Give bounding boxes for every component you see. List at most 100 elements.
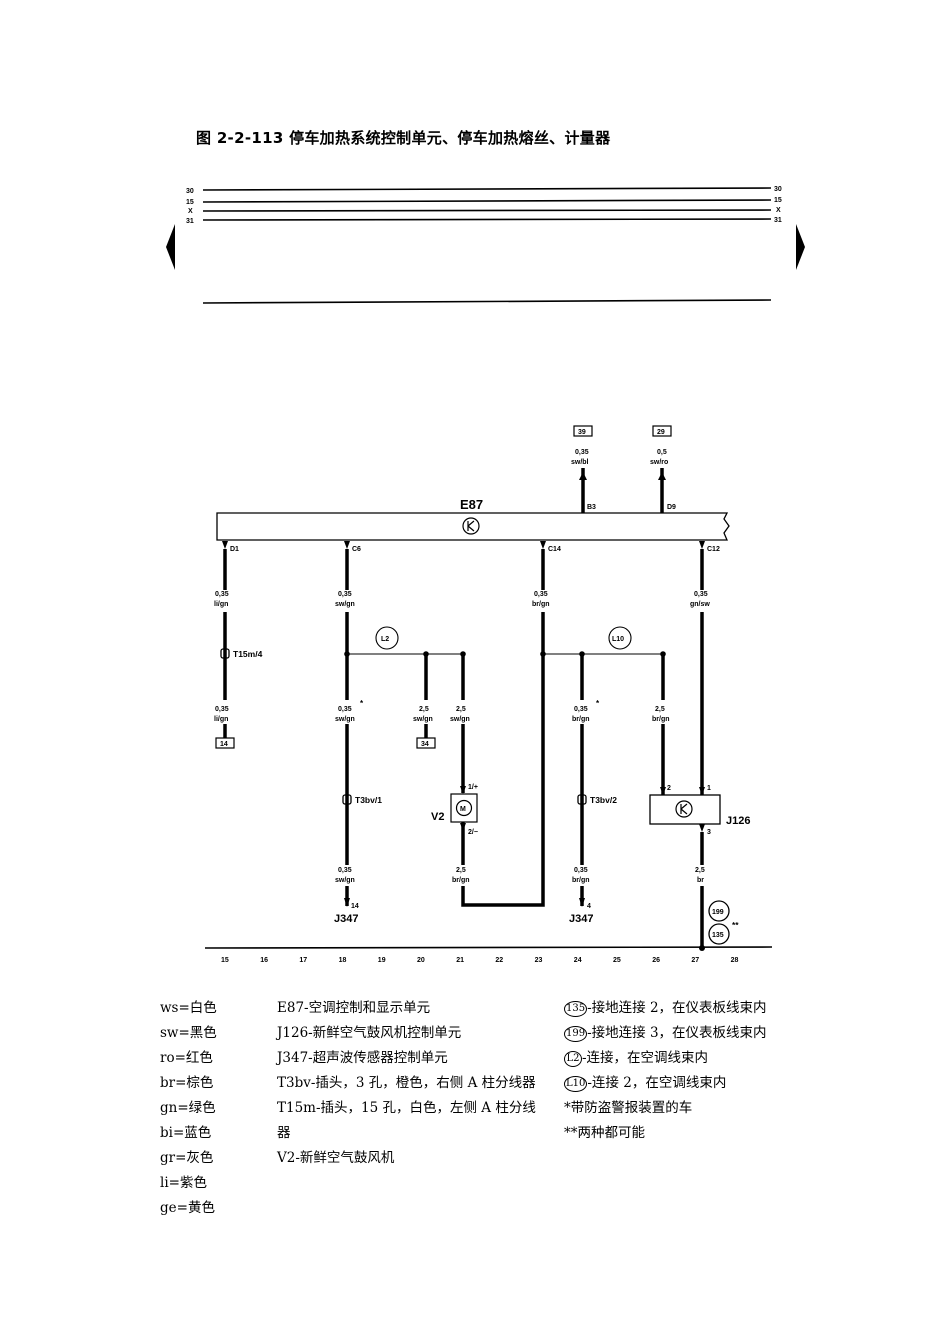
ground-199-label: 199 — [712, 909, 724, 916]
pin-j126-2: 2 — [667, 785, 671, 792]
legend-component-item: J126-新鲜空气鼓风机控制单元 — [277, 1025, 462, 1041]
legend-component-item: 器 — [277, 1125, 291, 1141]
ground-199-badge — [708, 900, 730, 922]
wire-d1a-size: 0,35 — [215, 591, 229, 598]
l10-label: L10 — [612, 636, 624, 643]
figure-title: 图 2-2-113 停车加热系统控制单元、停车加热熔丝、计量器 — [196, 129, 611, 147]
grid-number: 17 — [299, 957, 307, 964]
grid-number: 24 — [574, 957, 582, 964]
t3bv2-label: T3bv/2 — [590, 795, 617, 805]
legend-component-item: E87-空调控制和显示单元 — [277, 1000, 431, 1016]
t15m-label: T15m/4 — [233, 649, 263, 659]
l10-connector-badge — [608, 626, 632, 650]
legend-note-text: -接地连接 2，在仪表板线束内 — [587, 1000, 767, 1016]
wire-b34-color: sw/gn — [413, 716, 433, 723]
wire-39-size: 0,35 — [575, 449, 589, 456]
bus-label-31-left: 31 — [186, 218, 194, 225]
j347b-pin: 4 — [587, 903, 591, 910]
wire-c12-size: 0,35 — [694, 591, 708, 598]
grid-number: 21 — [456, 957, 464, 964]
v2-motor-icon — [455, 799, 473, 817]
legend-color-item: ws=白色 — [160, 1000, 217, 1016]
j126-unit: 2,5 br/gn 2 C12 0,35 gn/sw 1 J126 3 2,5 … — [649, 541, 750, 951]
bus-label-31-right: 31 — [774, 217, 782, 224]
j347-b-label: J347 — [569, 913, 593, 925]
wire-29-color: sw/ro — [650, 459, 668, 466]
l2-label: L2 — [381, 636, 389, 643]
wire-v2top-size: 2,5 — [456, 706, 466, 713]
legend-component-item: V2-新鲜空气鼓风机 — [277, 1150, 395, 1166]
branch-d1: D1 0,35 li/gn T15m/4 0,35 li/gn 14 — [214, 541, 263, 749]
legend-note-text: -接地连接 3，在仪表板线束内 — [587, 1025, 767, 1041]
ground-dstar-mark: ** — [732, 920, 739, 930]
legend-notes: 135-接地连接 2，在仪表板线束内 199-接地连接 3，在仪表板线束内 L2-连… — [564, 996, 767, 1146]
bus-label-15-right: 15 — [774, 197, 782, 204]
t3bv1-label: T3bv/1 — [355, 795, 382, 805]
wire-v2bot-color: br/gn — [452, 877, 470, 884]
wire-b34-size: 2,5 — [419, 706, 429, 713]
grid-number: 26 — [652, 957, 660, 964]
legend-note-item: 135-接地连接 2，在仪表板线束内 — [564, 996, 767, 1021]
legend-note-item: L2-连接，在空调线束内 — [564, 1046, 767, 1071]
wire-j126in-color: br/gn — [652, 716, 670, 723]
pin-c14: C14 — [548, 546, 561, 553]
wire-t3b-bot-color: br/gn — [572, 877, 590, 884]
wire-29-size: 0,5 — [657, 449, 667, 456]
bus-label-15-left: 15 — [186, 199, 194, 206]
legend-note-badge: L10 — [564, 1076, 588, 1092]
pin-b3: B3 — [587, 504, 596, 511]
page-right-arrow — [796, 224, 805, 270]
wiring-diagram: 30 15 X 31 30 15 X 31 39 0,35 sw/bl B3 2… — [166, 186, 805, 964]
pin-d9: D9 — [667, 504, 676, 511]
wire-c6a-size: 0,35 — [338, 591, 352, 598]
wire-j126out-size: 2,5 — [695, 867, 705, 874]
pin-c12: C12 — [707, 546, 720, 553]
legend-color-item: br=棕色 — [160, 1075, 214, 1091]
page-left-arrow — [166, 224, 175, 270]
legend-note-item: L10-连接 2，在空调线束内 — [564, 1071, 767, 1096]
grid-number: 15 — [221, 957, 229, 964]
legend-color-item: bi=蓝色 — [160, 1125, 212, 1141]
wire-d1b-size: 0,35 — [215, 706, 229, 713]
wire-j126out-color: br — [697, 877, 704, 884]
branch-c14: C14 0,35 br/gn L10 0,35 * br/gn T3bv/2 0… — [532, 541, 666, 925]
e87-transistor-icon — [462, 517, 480, 535]
legend-color-item: ro=红色 — [160, 1050, 213, 1066]
c14-star-mark: * — [596, 699, 600, 708]
grid-number: 25 — [613, 957, 621, 964]
legend-color-item: gr=灰色 — [160, 1150, 214, 1166]
wire-c14-color: br/gn — [532, 601, 550, 608]
legend-note-badge: 135 — [564, 1001, 588, 1017]
wire-v2bot-size: 2,5 — [456, 867, 466, 874]
v2-label: V2 — [431, 811, 444, 823]
t3bv1-connector-icon — [342, 794, 352, 805]
j347-a-label: J347 — [334, 913, 358, 925]
branch-c6: C6 0,35 sw/gn L2 0,35 * sw/gn T3bv/1 0,3… — [334, 541, 466, 925]
box-29-label: 29 — [657, 429, 665, 436]
legend-note-item: *带防盗警报装置的车 — [564, 1096, 767, 1121]
wire-t3b-bot-size: 0,35 — [574, 867, 588, 874]
grid-number: 20 — [417, 957, 425, 964]
pin-c6: C6 — [352, 546, 361, 553]
legend-color-item: li=紫色 — [160, 1175, 207, 1191]
legend-component-item: T3bv-插头，3 孔，橙色，右侧 A 柱分线器 — [277, 1075, 536, 1091]
wire-t3b-top-color: br/gn — [572, 716, 590, 723]
wire-c6b-color: sw/gn — [335, 716, 355, 723]
wire-j126in-size: 2,5 — [655, 706, 665, 713]
wire-c6c-color: sw/gn — [335, 877, 355, 884]
pin-j126-3: 3 — [707, 829, 711, 836]
pin-d1: D1 — [230, 546, 239, 553]
legend-note-badge: L2 — [564, 1051, 582, 1067]
legend-note-text: *带防盗警报装置的车 — [564, 1100, 693, 1116]
bus-label-x-left: X — [188, 208, 193, 215]
branch-v2: 2,5 sw/gn 1/+ M V2 2/− 2,5 br/gn — [431, 612, 545, 907]
legend-color-item: sw=黑色 — [160, 1025, 217, 1041]
pin-v2-2: 2/− — [468, 829, 478, 836]
legend-note-badge: 199 — [564, 1026, 588, 1042]
legend-component-item: T15m-插头，15 孔，白色，左侧 A 柱分线 — [277, 1100, 536, 1116]
box-34-label: 34 — [421, 741, 429, 748]
branch-box-34: 2,5 sw/gn 34 — [413, 654, 436, 749]
bus-label-x-right: X — [776, 207, 781, 214]
box-39-label: 39 — [578, 429, 586, 436]
